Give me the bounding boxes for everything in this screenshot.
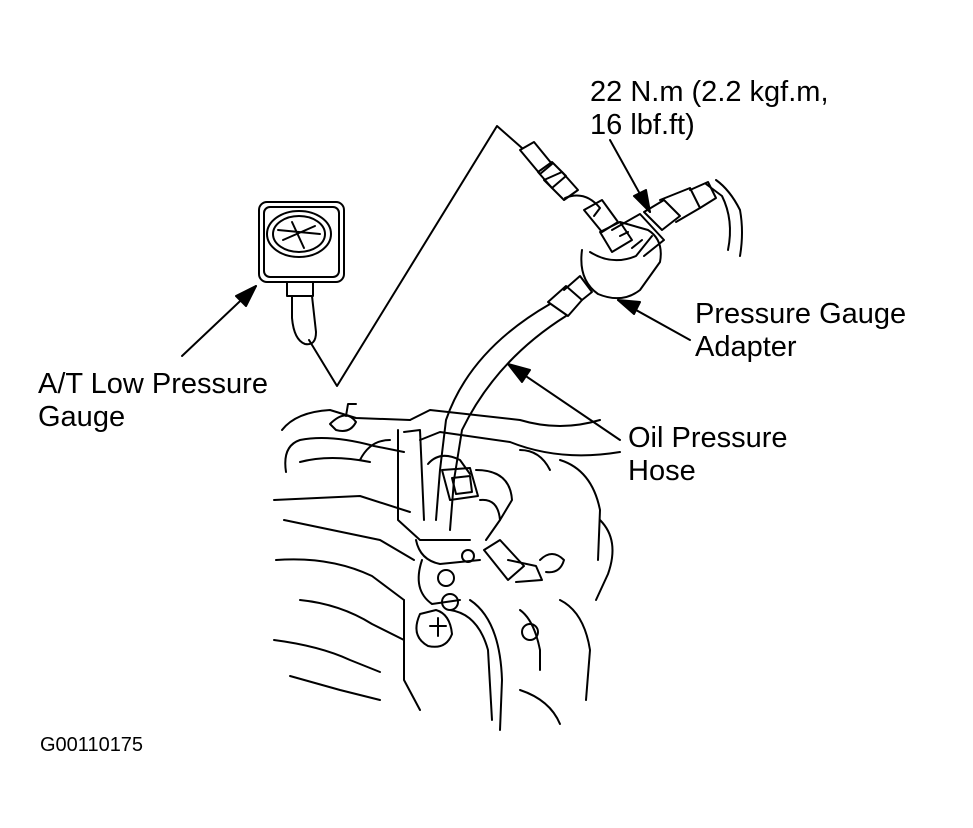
torque-label-line1: 22 N.m (2.2 kgf.m,: [590, 76, 829, 108]
transmission-housing: [273, 403, 621, 731]
gauge-label-line2: Gauge: [38, 401, 126, 433]
torque-label: 22 N.m (2.2 kgf.m, 16 lbf.ft): [590, 76, 829, 142]
adapter-arrowhead-icon: [617, 299, 641, 315]
connection-line: [308, 125, 523, 387]
low-pressure-gauge: [258, 201, 345, 346]
hose-label: Oil Pressure Hose: [628, 422, 788, 488]
torque-label-line2: 16 lbf.ft): [590, 109, 695, 141]
hose-label-line1: Oil Pressure: [628, 422, 788, 454]
adapter-label: Pressure Gauge Adapter: [695, 298, 906, 364]
adapter-label-line2: Adapter: [695, 331, 797, 363]
adapter-label-line1: Pressure Gauge: [695, 298, 907, 330]
gauge-label: A/T Low Pressure Gauge: [38, 368, 268, 434]
gauge-arrowhead-icon: [235, 285, 257, 307]
hose-end-fitting: [519, 141, 633, 253]
hose-arrowhead-icon: [507, 363, 531, 383]
gauge-label-line1: A/T Low Pressure: [38, 368, 268, 400]
oil-pressure-hose: [435, 275, 593, 531]
pressure-gauge-adapter: [580, 179, 743, 300]
hose-label-line2: Hose: [628, 455, 696, 487]
leader-lines: [181, 139, 691, 441]
torque-arrowhead-icon: [633, 189, 651, 213]
figure-id: G00110175: [40, 734, 144, 756]
